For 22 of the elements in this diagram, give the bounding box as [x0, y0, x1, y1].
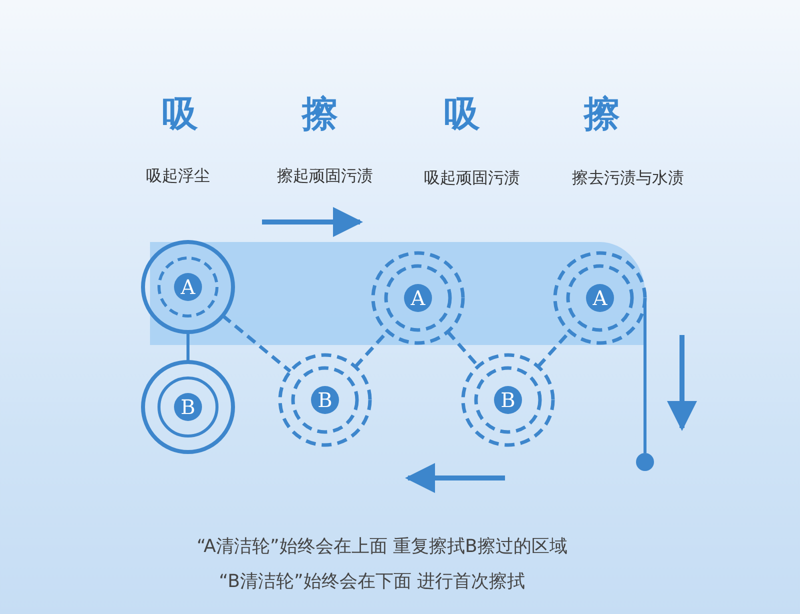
description-text: “A清洁轮”始终会在上面 重复擦拭B擦过的区域: [196, 535, 568, 558]
step-caption: 吸起顽固污渍: [424, 168, 520, 189]
wheel-letter: B: [174, 393, 202, 421]
action-heading: 吸: [444, 93, 480, 137]
step-caption: 吸起浮尘: [146, 166, 210, 187]
action-heading: 吸: [162, 93, 198, 137]
motion-path: [222, 314, 292, 373]
cleaning-wheel: [140, 239, 236, 335]
cleaning-wheel: [140, 359, 236, 455]
wheel-position: [552, 250, 648, 346]
wheel-letter: B: [494, 386, 522, 414]
wheel-position: [460, 352, 556, 448]
step-caption: 擦起顽固污渍: [277, 166, 373, 187]
step-caption: 擦去污渍与水渍: [572, 168, 684, 189]
action-heading: 擦: [302, 93, 338, 137]
action-heading: 擦: [584, 93, 620, 137]
description-text: “B清洁轮”始终会在下面 进行首次擦拭: [218, 570, 526, 593]
connector-line: [186, 332, 190, 362]
wheel-position: [370, 250, 466, 346]
wheel-letter: B: [311, 386, 339, 414]
end-dot: [633, 450, 657, 474]
wheel-position: [277, 352, 373, 448]
